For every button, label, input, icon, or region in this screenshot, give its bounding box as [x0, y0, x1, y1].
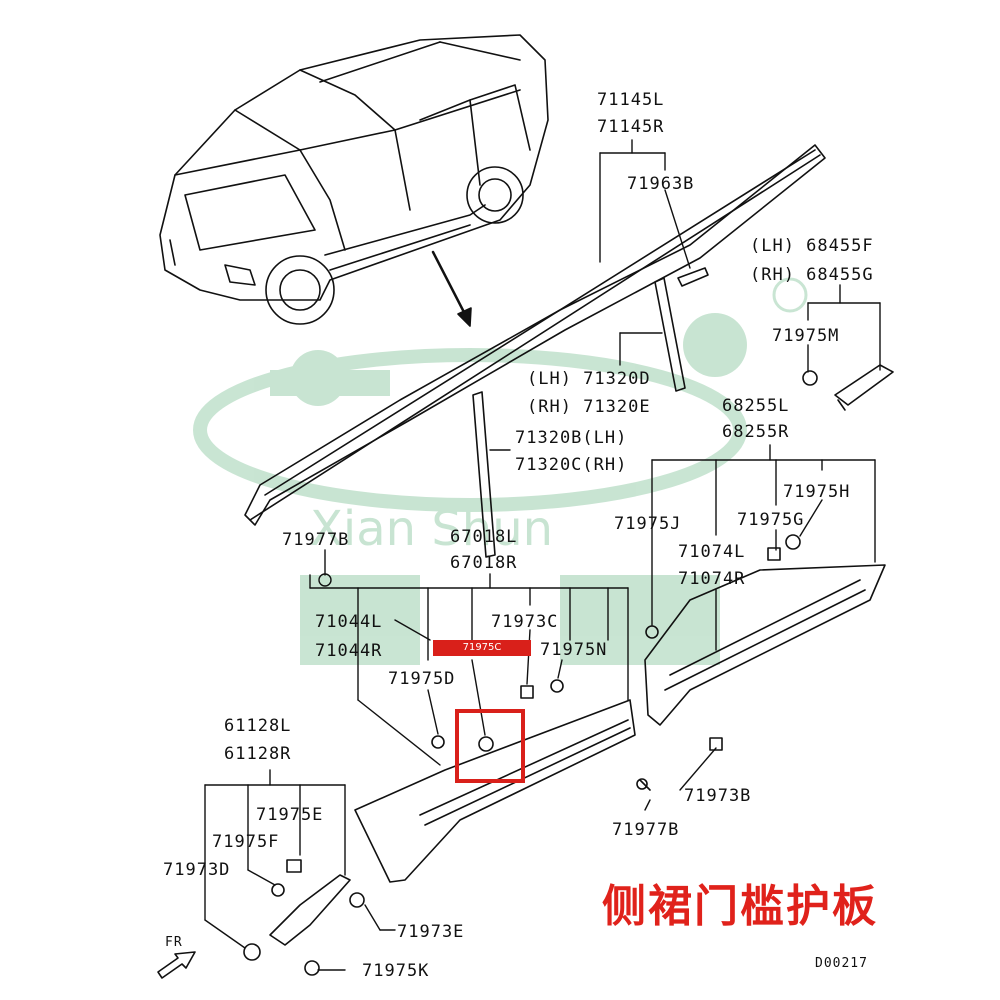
label-68455G: (RH) 68455G: [750, 265, 874, 285]
label-68255L: 68255L: [722, 396, 790, 416]
label-71320B: 71320B(LH): [515, 428, 628, 448]
label-71074L: 71074L: [678, 542, 746, 562]
label-71320C: 71320C(RH): [515, 455, 628, 475]
title-chinese: 侧裙门槛护板: [602, 881, 878, 932]
pointer-arrow: [431, 250, 472, 327]
label-71975J: 71975J: [614, 514, 682, 534]
label-71975K: 71975K: [362, 961, 430, 981]
label-71044R: 71044R: [315, 641, 383, 661]
upper-molding-71145: [244, 144, 826, 526]
label-71145R: 71145R: [597, 117, 665, 137]
highlight-tag: 71975C: [433, 640, 531, 656]
label-71963B: 71963B: [627, 174, 695, 194]
diagram-code: D00217: [815, 956, 868, 971]
label-71975F: 71975F: [212, 832, 280, 852]
watermark: Xian Shun: [193, 277, 808, 665]
label-71975M: 71975M: [772, 326, 840, 346]
label-71973C: 71973C: [491, 612, 559, 632]
label-71977B-bottom: 71977B: [612, 820, 680, 840]
rear-side-panel-68255: [636, 534, 886, 791]
label-71044L: 71044L: [315, 612, 383, 632]
label-71975E: 71975E: [256, 805, 324, 825]
label-61128R: 61128R: [224, 744, 292, 764]
label-71145L: 71145L: [597, 90, 665, 110]
rear-garnish-68455: [802, 364, 894, 411]
label-71975D: 71975D: [388, 669, 456, 689]
label-71320D: (LH) 71320D: [527, 369, 651, 389]
fr-label: FR: [165, 935, 183, 950]
label-71973B: 71973B: [684, 786, 752, 806]
label-68255R: 68255R: [722, 422, 790, 442]
label-67018L: 67018L: [450, 527, 518, 547]
clip-71963B: [677, 267, 709, 287]
label-71975H: 71975H: [783, 482, 851, 502]
label-67018R: 67018R: [450, 553, 518, 573]
watermark-text: Xian Shun: [310, 501, 553, 557]
van-illustration: [159, 34, 549, 325]
label-71975N: 71975N: [540, 640, 608, 660]
leader-lines: [204, 139, 881, 971]
label-71973E: 71973E: [397, 922, 465, 942]
pillar-molding-71320B: [472, 391, 496, 558]
label-71074R: 71074R: [678, 569, 746, 589]
pillar-molding-71320D: [654, 277, 686, 392]
label-61128L: 61128L: [224, 716, 292, 736]
label-71320E: (RH) 71320E: [527, 397, 651, 417]
label-71977B-top: 71977B: [282, 530, 350, 550]
label-71975G: 71975G: [737, 510, 805, 530]
fr-arrow: [157, 951, 196, 979]
label-68455F: (LH) 68455F: [750, 236, 874, 256]
label-71973D: 71973D: [163, 860, 231, 880]
highlight-box: [455, 709, 525, 783]
front-corner-61128: [243, 859, 365, 976]
